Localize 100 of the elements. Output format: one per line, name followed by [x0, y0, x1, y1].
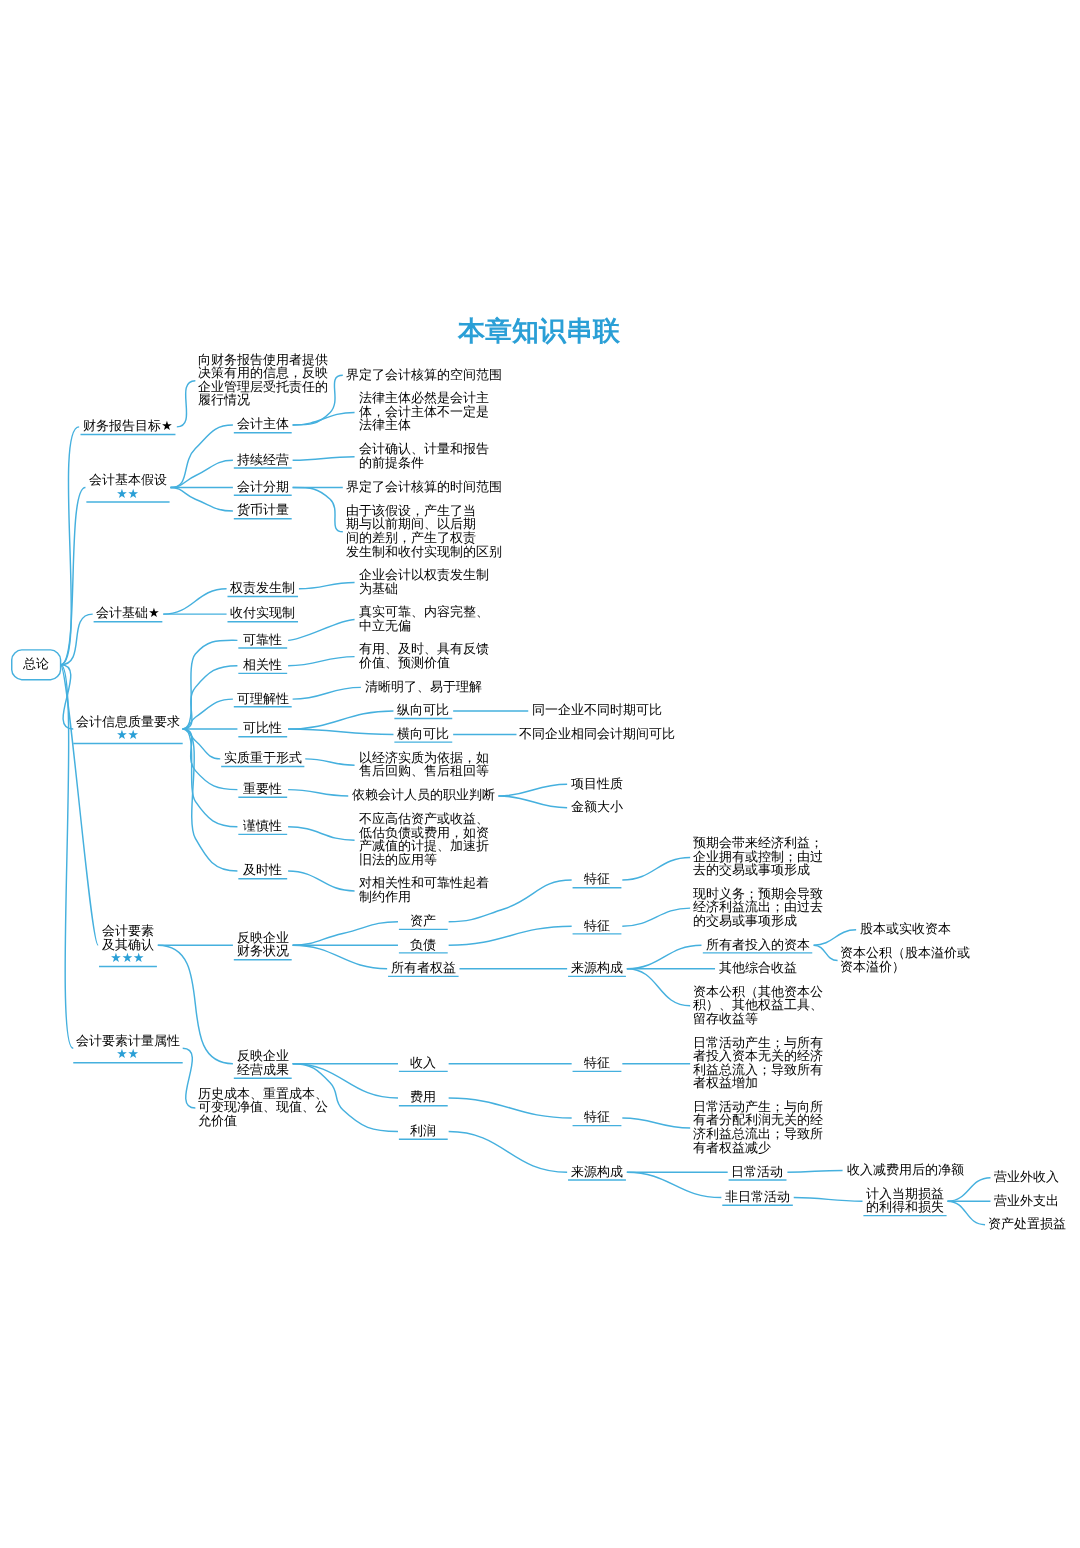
node-text: 横向可比: [397, 725, 450, 741]
connector: [621, 907, 691, 927]
node-text: 权责发生制: [230, 580, 296, 596]
connector: [287, 728, 395, 736]
connector: [621, 856, 691, 881]
connector: [162, 613, 228, 615]
node-text: 来源构成: [570, 960, 623, 976]
node-text: 资本公积（其他资本公积）、其他权益工具、留存收益等: [692, 983, 823, 1026]
node-text: 特征: [583, 1109, 610, 1125]
connector: [291, 456, 356, 462]
node-text: 相关性: [243, 657, 283, 673]
connector: [59, 486, 87, 666]
connector: [59, 664, 74, 1050]
connector: [946, 1200, 992, 1202]
node-text: 所有者投入的资本: [705, 936, 810, 952]
connector: [621, 1062, 691, 1065]
node-text: 营业外收入: [994, 1169, 1060, 1184]
node-text: 其他综合收益: [718, 960, 797, 976]
node-text: 日常活动产生；与向所有者分配利润无关的经济利益总流出；导致所有者权益减少: [692, 1098, 823, 1155]
connector: [287, 618, 356, 642]
node-text: 非日常活动: [724, 1188, 790, 1204]
node-text: 特征: [583, 917, 610, 933]
connector: [626, 967, 691, 1007]
node-text: 向财务报告使用者提供决策有用的信息，反映企业管理层受托责任的履行情况: [198, 351, 329, 408]
node-text: 来源构成: [570, 1163, 623, 1179]
connector: [812, 944, 839, 962]
connector: [162, 588, 228, 615]
node-text: 可比性: [243, 720, 283, 736]
connector: [291, 1062, 399, 1133]
node-box: 总论: [11, 649, 62, 681]
node-text: 预期会带来经济利益；企业拥有或控制；由过去的交易或事项形成: [692, 835, 823, 878]
connector: [157, 944, 234, 1065]
node-text: 计入当期损益的利得和损失: [866, 1185, 945, 1215]
connector: [287, 870, 356, 892]
node-text: 收入减费用后的净额: [846, 1161, 964, 1177]
node-text: 反映企业财务状况: [236, 929, 289, 959]
node-text: 依赖会计人员的职业判断: [352, 787, 496, 803]
node-text: 会计要素及其确认 ★★★: [101, 922, 154, 966]
connector: [291, 486, 344, 533]
node-text: 及时性: [243, 862, 283, 878]
connector: [497, 795, 568, 809]
node-text: 企业会计以权责发生制为基础: [358, 567, 489, 596]
node-text: 日常活动: [731, 1163, 784, 1179]
node-text: 会计要素计量属性 ★★: [75, 1032, 180, 1062]
connector: [447, 1062, 573, 1065]
node-text: 金额大小: [570, 799, 623, 815]
node-text: 不同企业相同会计期间可比: [519, 725, 676, 741]
node-text: 资产处置损益: [987, 1216, 1066, 1232]
node-text: 同一企业不同时期可比: [532, 702, 663, 718]
node-text: 营业外支出: [994, 1192, 1060, 1208]
node-text: 股本或实收资本: [859, 921, 951, 937]
node-text: 会计基本假设 ★★: [89, 472, 168, 501]
connector: [291, 944, 388, 970]
connector: [946, 1176, 992, 1202]
node-text: 可靠性: [243, 631, 283, 647]
node-text: 会计主体: [236, 416, 289, 432]
node-text: 持续经营: [236, 451, 289, 467]
node-text: 利润: [410, 1122, 437, 1138]
node-text: 费用: [410, 1089, 437, 1105]
connector: [447, 1130, 568, 1173]
connector: [291, 686, 362, 700]
connector: [946, 1200, 986, 1226]
connector: [169, 486, 234, 512]
connector: [812, 929, 857, 946]
node-text: 资本公积（股本溢价或资本溢价）: [840, 945, 971, 974]
diagram-title: 本章知识串联: [458, 315, 621, 347]
node-text: 法律主体必然是会计主体，会计主体不一定是法律主体: [358, 390, 489, 433]
node-text: 真实可靠、内容完整、中立无偏: [358, 604, 489, 633]
node-text: 由于该假设，产生了当期与以前期间、以后期间的差别，产生了权责发生制和收付实现制的区别: [345, 502, 502, 559]
connector: [298, 581, 356, 590]
node-text: 会计分期: [236, 478, 289, 494]
node-text: 谨慎性: [243, 818, 283, 834]
connector: [786, 1169, 844, 1173]
node-text: 收付实现制: [230, 605, 296, 621]
connector: [452, 710, 529, 712]
node-text: 资产: [410, 913, 437, 929]
node-text: 货币计量: [236, 502, 289, 518]
node-text: 财务报告目标★: [83, 418, 173, 434]
connector: [287, 788, 349, 797]
connector: [626, 1171, 723, 1199]
node-text: 项目性质: [570, 775, 623, 791]
node-text: 清晰明了、易于理解: [364, 678, 482, 694]
node-text: 实质重于形式: [223, 750, 302, 766]
connector: [447, 925, 573, 946]
connector: [458, 967, 568, 970]
connector: [59, 664, 74, 730]
connector: [287, 825, 356, 841]
node-text: 特征: [583, 1055, 610, 1071]
connector: [176, 380, 197, 428]
node-text: 可理解性: [236, 690, 289, 706]
node-text: 纵向可比: [397, 702, 450, 718]
node-text: 日常活动产生；与所有者投入资本无关的经济利益总流入；导致所有者权益增加: [692, 1034, 823, 1091]
connector: [287, 655, 356, 667]
node-text: 界定了会计核算的空间范围: [345, 366, 502, 382]
node-text: 有用、及时、具有反馈价值、预测价值: [358, 641, 489, 670]
node-text: 反映企业经营成果: [236, 1048, 289, 1077]
connector: [291, 411, 356, 426]
node-text: 以经济实质为依据，如售后回购、售后租回等: [358, 749, 489, 779]
node-text: 所有者权益: [390, 960, 456, 976]
connector: [452, 733, 518, 736]
